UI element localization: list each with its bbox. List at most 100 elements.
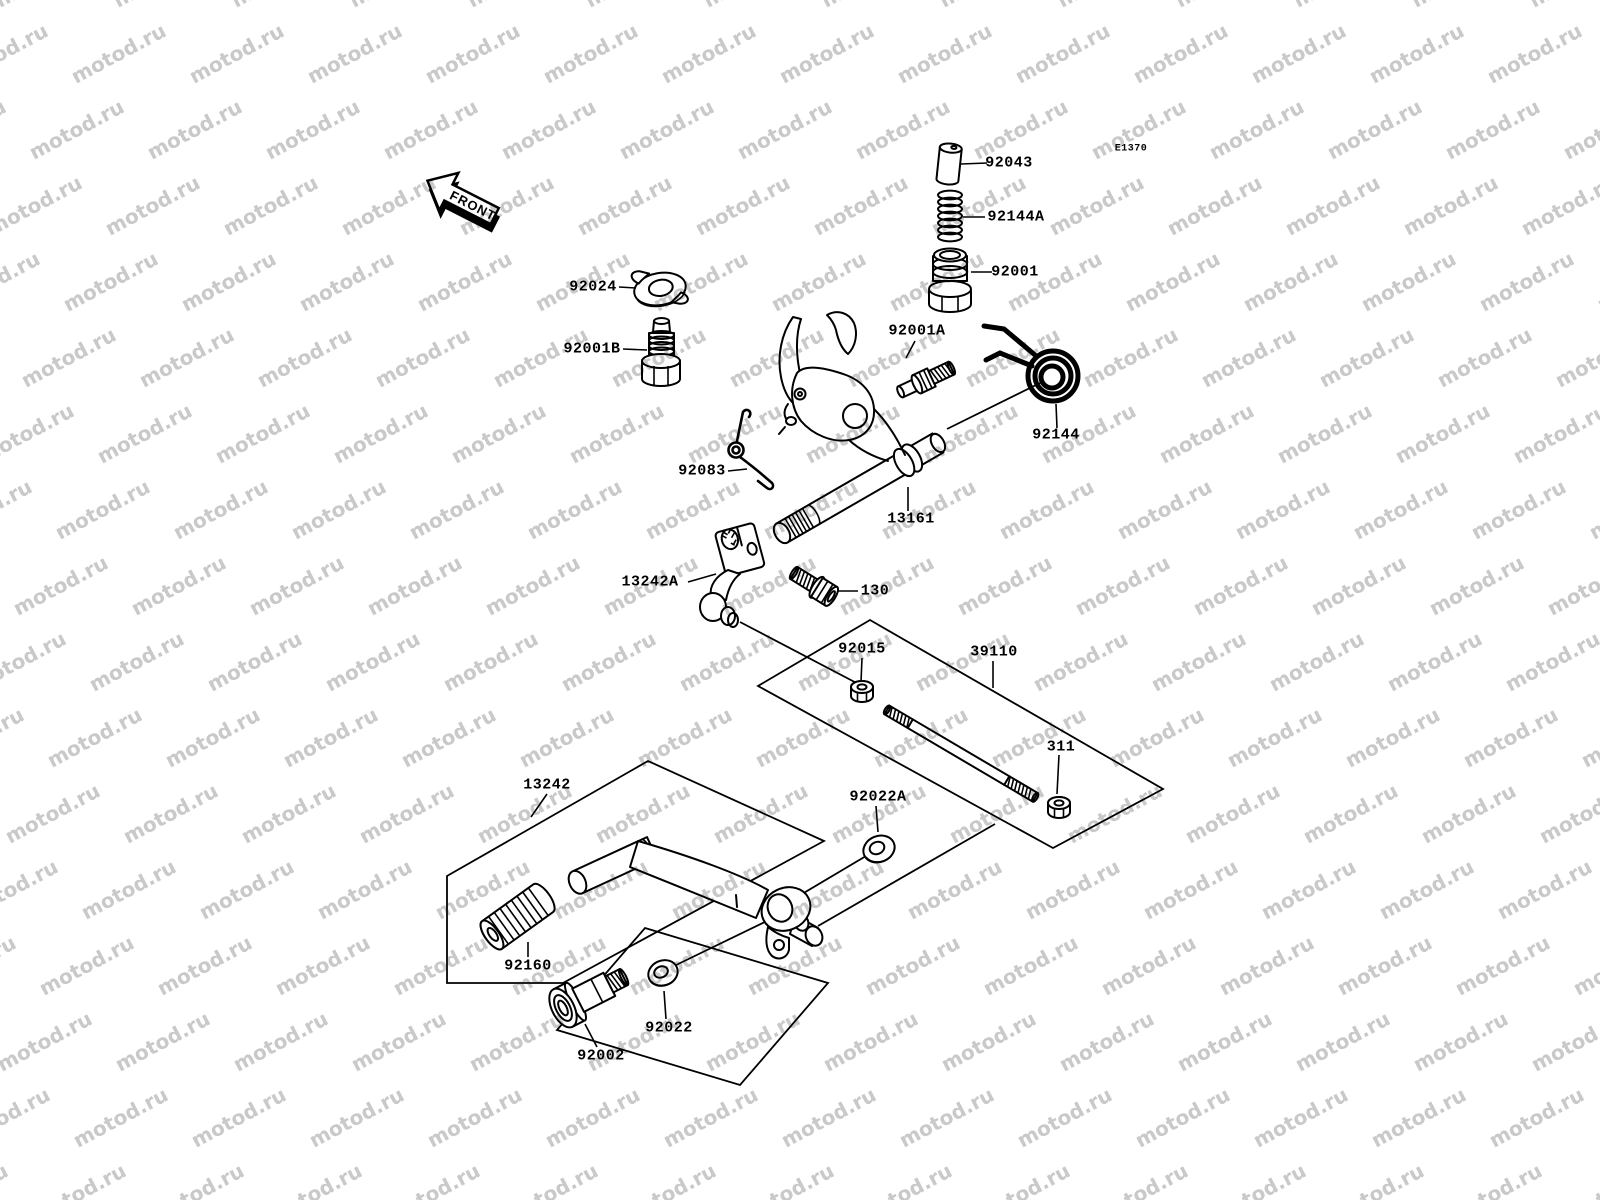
part-number-92002: 92002 bbox=[577, 1048, 625, 1065]
part-92083-spring bbox=[727, 408, 775, 491]
part-label-92001A: 92001A bbox=[888, 323, 945, 359]
part-label-E1370: E1370 bbox=[1115, 144, 1148, 155]
leader-line-92024 bbox=[618, 286, 637, 289]
watermark-text: motod.ru bbox=[903, 854, 1006, 924]
watermark-text: motod.ru bbox=[0, 474, 36, 544]
part-label-92043: 92043 bbox=[960, 155, 1032, 172]
watermark-text: motod.ru bbox=[1325, 1158, 1428, 1200]
watermark-text: motod.ru bbox=[877, 474, 980, 544]
watermark-text: motod.ru bbox=[1003, 246, 1106, 316]
watermark-text: motod.ru bbox=[1365, 18, 1468, 88]
watermark-text: motod.ru bbox=[363, 550, 466, 620]
watermark-text: motod.ru bbox=[93, 398, 196, 468]
watermark-text: motod.ru bbox=[371, 322, 474, 392]
front-arrow-body bbox=[425, 171, 501, 226]
watermark-text: motod.ru bbox=[617, 1158, 720, 1200]
watermark-text: motod.ru bbox=[313, 854, 416, 924]
watermark-text: motod.ru bbox=[1409, 1006, 1512, 1076]
part-label-92022A: 92022A bbox=[849, 789, 906, 833]
watermark-text: motod.ru bbox=[1433, 322, 1536, 392]
watermark-text: motod.ru bbox=[1011, 18, 1114, 88]
watermark-text: motod.ru bbox=[1399, 170, 1502, 240]
watermark-text: motod.ru bbox=[1551, 322, 1600, 392]
watermark-text: motod.ru bbox=[263, 1158, 366, 1200]
part-130-bolt bbox=[788, 565, 840, 607]
part-number-E1370: E1370 bbox=[1115, 144, 1148, 155]
watermark-text: motod.ru bbox=[1315, 322, 1418, 392]
watermark-text: motod.ru bbox=[657, 18, 760, 88]
watermark-text: motod.ru bbox=[1561, 1158, 1600, 1200]
watermark-text: motod.ru bbox=[0, 0, 94, 12]
watermark-text: motod.ru bbox=[515, 702, 618, 772]
watermark-text: motod.ru bbox=[497, 94, 600, 164]
watermark-text: motod.ru bbox=[237, 778, 340, 848]
watermark-text: motod.ru bbox=[1443, 1158, 1546, 1200]
part-number-13242: 13242 bbox=[523, 777, 571, 794]
watermark-text: motod.ru bbox=[0, 1006, 96, 1076]
watermark-text: motod.ru bbox=[853, 1158, 956, 1200]
watermark-text: motod.ru bbox=[1231, 474, 1334, 544]
watermark-text: motod.ru bbox=[0, 170, 86, 240]
watermark-text: motod.ru bbox=[465, 1006, 568, 1076]
watermark-text: motod.ru bbox=[381, 1158, 484, 1200]
watermark-text: motod.ru bbox=[77, 854, 180, 924]
part-labels: E13709204392144A920019202492001B92001A92… bbox=[504, 144, 1147, 1065]
watermark-text: motod.ru bbox=[321, 626, 424, 696]
watermark-text: motod.ru bbox=[0, 930, 20, 1000]
part-label-92002: 92002 bbox=[577, 1023, 625, 1065]
watermark-text: motod.ru bbox=[329, 398, 432, 468]
watermark-text: motod.ru bbox=[1089, 1158, 1192, 1200]
watermark-text: motod.ru bbox=[145, 1158, 248, 1200]
watermark-text: motod.ru bbox=[1593, 246, 1600, 316]
part-number-92015: 92015 bbox=[838, 641, 886, 658]
watermark-text: motod.ru bbox=[699, 0, 802, 12]
watermark-text: motod.ru bbox=[953, 550, 1056, 620]
watermark-text: motod.ru bbox=[0, 18, 52, 88]
watermark-text: motod.ru bbox=[119, 778, 222, 848]
watermark-text: motod.ru bbox=[1223, 702, 1326, 772]
part-92024-plate bbox=[630, 270, 689, 308]
watermark-text: motod.ru bbox=[305, 1082, 408, 1152]
watermark-text: motod.ru bbox=[995, 474, 1098, 544]
part-label-39110: 39110 bbox=[970, 644, 1017, 688]
watermark-text: motod.ru bbox=[809, 170, 912, 240]
part-number-92001: 92001 bbox=[991, 264, 1039, 281]
watermark-text: motod.ru bbox=[1189, 550, 1292, 620]
watermark-text: motod.ru bbox=[1383, 626, 1486, 696]
watermark-text: motod.ru bbox=[709, 778, 812, 848]
part-92043-cap bbox=[935, 142, 963, 186]
part-92144A-spring bbox=[937, 189, 963, 243]
watermark-text: motod.ru bbox=[43, 702, 146, 772]
watermark-text: motod.ru bbox=[733, 94, 836, 164]
watermark-text: motod.ru bbox=[161, 702, 264, 772]
watermark-text: motod.ru bbox=[253, 322, 356, 392]
watermark-text: motod.ru bbox=[153, 930, 256, 1000]
part-number-92160: 92160 bbox=[504, 958, 552, 975]
watermark-text: motod.ru bbox=[701, 1006, 804, 1076]
watermark-text: motod.ru bbox=[1417, 778, 1520, 848]
watermark-text: motod.ru bbox=[69, 1082, 172, 1152]
watermark-text: motod.ru bbox=[0, 854, 62, 924]
watermark-text: motod.ru bbox=[413, 246, 516, 316]
watermark-text: motod.ru bbox=[303, 18, 406, 88]
watermark-text: motod.ru bbox=[775, 18, 878, 88]
watermark-text: motod.ru bbox=[1323, 94, 1426, 164]
watermark-text: motod.ru bbox=[1, 778, 104, 848]
watermark-text: motod.ru bbox=[1367, 1082, 1470, 1152]
rod-box-39110 bbox=[756, 618, 1165, 850]
leader-line-92022 bbox=[663, 990, 667, 1020]
watermark-text: motod.ru bbox=[0, 398, 78, 468]
watermark-text: motod.ru bbox=[1559, 94, 1600, 164]
pointer-line-1 bbox=[739, 621, 869, 690]
part-number-13242A: 13242A bbox=[621, 574, 678, 591]
watermark-text: motod.ru bbox=[1215, 930, 1318, 1000]
part-number-92022A: 92022A bbox=[849, 789, 906, 806]
watermark-text: motod.ru bbox=[1441, 94, 1544, 164]
watermark-text: motod.ru bbox=[0, 626, 70, 696]
watermark-text: motod.ru bbox=[1205, 94, 1308, 164]
watermark-text: motod.ru bbox=[835, 550, 938, 620]
watermark-text: motod.ru bbox=[0, 322, 2, 392]
watermark-text: motod.ru bbox=[187, 1082, 290, 1152]
part-number-92001B: 92001B bbox=[563, 341, 620, 358]
